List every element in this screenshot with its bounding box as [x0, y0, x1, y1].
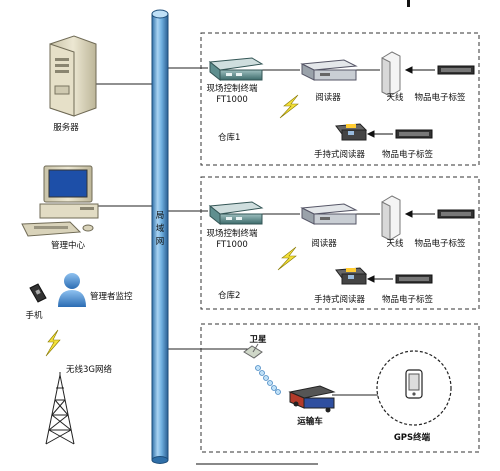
terminal-model-2: FT1000 — [216, 240, 248, 250]
antenna-icon-1 — [381, 51, 401, 97]
lan-backbone — [151, 9, 169, 464]
handheld-reader-icon-2 — [335, 267, 368, 285]
tag-icon-1 — [437, 65, 475, 75]
computer-icon — [21, 165, 99, 237]
reader-icon-1 — [300, 59, 358, 81]
signal-icon-2 — [277, 246, 297, 271]
reader-label-1: 阅读器 — [315, 92, 341, 103]
warehouse-name-1: 仓库1 — [218, 132, 240, 143]
wireless-bolt-icon — [45, 329, 61, 357]
reader-label-2: 阅读器 — [311, 238, 337, 249]
handheld-tag-label-2: 物品电子标签 — [382, 294, 434, 305]
server-label: 服务器 — [53, 122, 79, 133]
tower-icon — [45, 372, 75, 445]
satellite-beam-icon — [255, 365, 281, 395]
gps-label: GPS终端 — [394, 432, 431, 443]
handheld-label-1: 手持式阅读器 — [314, 149, 366, 160]
terminal-label-1: 现场控制终端 — [206, 83, 258, 94]
terminal-label-2: 现场控制终端 — [206, 228, 258, 239]
satellite-label: 卫星 — [249, 334, 267, 345]
tag-label-2: 物品电子标签 — [414, 238, 466, 249]
warehouse-name-2: 仓库2 — [218, 290, 240, 301]
signal-icon-1 — [279, 94, 299, 119]
warehouse-1-box — [200, 32, 480, 166]
satellite-icon — [243, 343, 263, 359]
phone-label: 手机 — [25, 310, 43, 321]
top-mark — [407, 0, 410, 7]
lan-label: 局域网 — [156, 211, 165, 247]
connection-lines — [95, 67, 380, 396]
tag-label-1: 物品电子标签 — [414, 92, 466, 103]
mgmt-center-label: 管理中心 — [51, 240, 86, 251]
terminal-icon-1 — [208, 57, 264, 82]
handheld-reader-icon-1 — [335, 123, 368, 141]
terminal-model-1: FT1000 — [216, 95, 248, 105]
tag-icon-2 — [437, 209, 475, 219]
arrows — [366, 66, 435, 283]
wireless-label: 无线3G网络 — [66, 364, 112, 375]
terminal-icon-2 — [208, 201, 264, 226]
truck-icon — [288, 385, 336, 413]
person-icon — [58, 273, 86, 307]
antenna-icon-2 — [381, 195, 401, 241]
handheld-label-2: 手持式阅读器 — [314, 294, 366, 305]
handheld-tag-icon-2 — [395, 274, 433, 284]
truck-label: 运输车 — [297, 416, 323, 427]
handheld-tag-label-1: 物品电子标签 — [382, 149, 434, 160]
server-icon — [49, 35, 97, 117]
handheld-tag-icon-1 — [395, 129, 433, 139]
transport-box — [200, 323, 480, 453]
reader-icon-2 — [300, 203, 358, 225]
gps-range-circle — [376, 350, 452, 426]
warehouse-2-box — [200, 176, 480, 310]
monitor-label: 管理者监控 — [90, 291, 133, 302]
antenna-label-2: 天线 — [386, 238, 404, 249]
antenna-label-1: 天线 — [386, 92, 404, 103]
gps-device-icon — [405, 369, 423, 399]
phone-icon — [29, 283, 47, 303]
